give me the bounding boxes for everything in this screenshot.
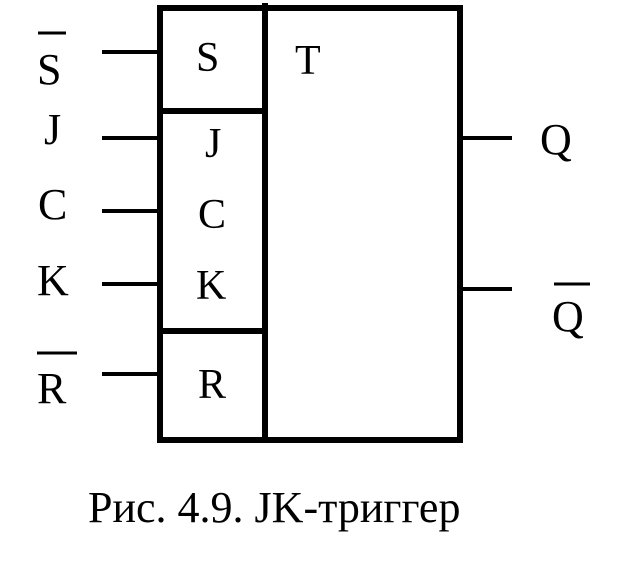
input-label-c: C bbox=[38, 180, 67, 229]
cell-label-r: R bbox=[198, 362, 226, 408]
cell-label-c: C bbox=[198, 192, 226, 238]
cell-label-s: S bbox=[196, 35, 219, 81]
input-label-s-bar: S bbox=[37, 45, 61, 94]
figure-caption: Рис. 4.9. JK-триггер bbox=[88, 483, 460, 532]
input-label-r-bar: R bbox=[37, 364, 67, 413]
trigger-block bbox=[157, 5, 463, 443]
cell-label-k: K bbox=[196, 263, 226, 309]
input-label-j: J bbox=[44, 105, 61, 154]
input-label-k: K bbox=[37, 256, 69, 305]
output-label-q-bar: Q bbox=[552, 292, 584, 341]
output-label-q: Q bbox=[540, 115, 572, 164]
block-title-t: T bbox=[295, 38, 321, 84]
cell-label-j: J bbox=[205, 121, 221, 167]
